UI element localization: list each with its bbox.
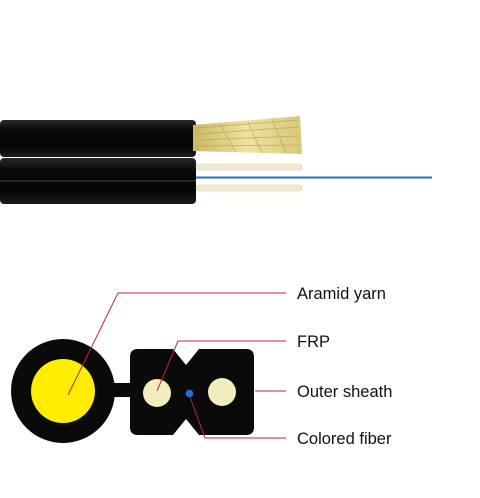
frp-left (143, 379, 171, 407)
cable-side-view (0, 116, 432, 204)
frp-right (208, 378, 236, 406)
leader-aramid-yarn (67, 292, 286, 396)
leader-colored-fiber (189, 396, 286, 439)
leader-lines (67, 292, 286, 439)
aramid-yarn-tuft (193, 116, 302, 154)
messenger-jacket (0, 120, 196, 157)
frp-rod-lower (195, 184, 303, 192)
callout-labels: Aramid yarn FRP Outer sheath Colored fib… (297, 285, 392, 448)
label-frp: FRP (297, 333, 330, 351)
label-aramid-yarn: Aramid yarn (297, 285, 386, 303)
label-colored-fiber: Colored fiber (297, 430, 392, 448)
leader-frp (156, 340, 286, 392)
cable-cross-section (11, 339, 254, 443)
label-outer-sheath: Outer sheath (297, 383, 392, 401)
frp-rod-upper (195, 163, 303, 171)
colored-fiber-dot (185, 389, 194, 398)
neck-web (108, 383, 130, 397)
aramid-yarn-core (31, 359, 95, 423)
